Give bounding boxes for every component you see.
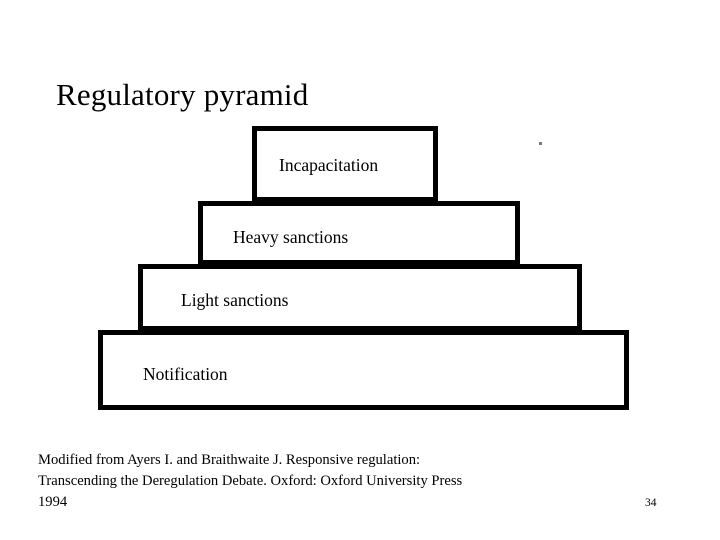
source-attribution: Modified from Ayers I. and Braithwaite J… (38, 450, 598, 513)
scan-artifact-dot (539, 142, 542, 145)
source-line-2: Transcending the Deregulation Debate. Ox… (38, 473, 463, 489)
pyramid-tier-heavy-sanctions[interactable]: Heavy sanctions (198, 201, 520, 265)
pyramid-tier-label: Heavy sanctions (233, 226, 349, 247)
source-line-3: 1994 (38, 494, 68, 510)
pyramid-tier-label: Incapacitation (279, 155, 379, 176)
source-line-1: Modified from Ayers I. and Braithwaite J… (38, 452, 421, 468)
page-title: Regulatory pyramid (56, 76, 309, 112)
pyramid-tier-label: Light sanctions (181, 290, 289, 311)
pyramid-tier-label: Notification (143, 363, 228, 384)
pyramid-tier-notification[interactable]: Notification (98, 330, 629, 410)
pyramid-tier-incapacitation[interactable]: Incapacitation (252, 126, 438, 202)
page-number: 34 (645, 497, 657, 509)
pyramid-tier-light-sanctions[interactable]: Light sanctions (138, 264, 582, 331)
